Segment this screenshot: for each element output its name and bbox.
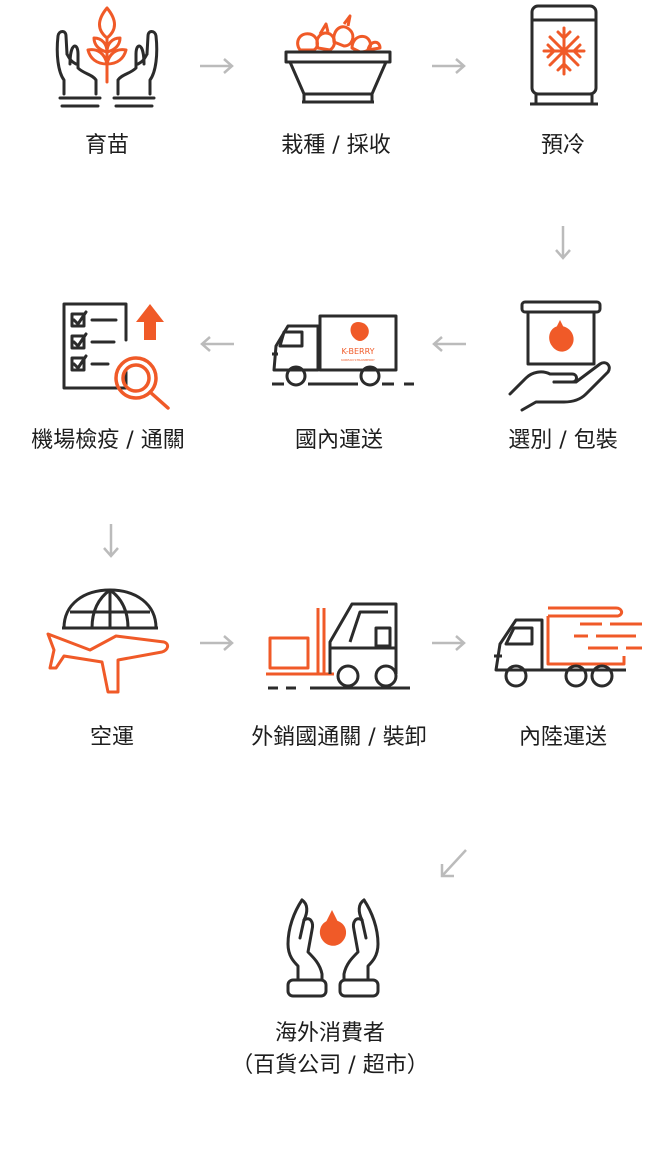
checklist-magnifier-icon [60, 300, 176, 416]
step-label-cultivation: 栽種 / 採收 [281, 133, 391, 158]
refrigerator-snowflake-icon [526, 2, 602, 108]
step-label-quarantine: 機場檢疫 / 通關 [31, 428, 185, 453]
arrow-down-left-icon [438, 846, 470, 880]
arrow-left-icon [430, 334, 468, 354]
step-label-consumer: 海外消費者 （百貨公司 / 超市） [231, 1021, 429, 1078]
truck-brand-text: K-BERRY [341, 347, 374, 356]
step-label-precooling: 預冷 [540, 133, 585, 158]
step-label-nursery: 育苗 [84, 133, 129, 158]
arrow-down-icon [101, 522, 121, 560]
arrow-right-icon [198, 56, 236, 76]
step-label-inland: 內陸運送 [518, 725, 607, 750]
step-label-airfreight: 空運 [89, 725, 134, 750]
airplane-globe-icon [44, 588, 170, 698]
arrow-right-icon [430, 633, 468, 653]
step-label-domestic: 國內運送 [294, 428, 383, 453]
arrow-down-icon [553, 224, 573, 262]
seedling-hands-icon [52, 2, 162, 110]
step-label-sorting: 選別 / 包裝 [508, 428, 618, 453]
arrow-right-icon [430, 56, 468, 76]
arrow-left-icon [198, 334, 236, 354]
step-label-export: 外銷國通關 / 裝卸 [251, 725, 427, 750]
fast-truck-icon [492, 604, 652, 692]
harvest-basket-icon [280, 12, 396, 108]
package-in-hand-icon [506, 298, 616, 414]
forklift-icon [264, 600, 414, 694]
arrow-right-icon [198, 633, 236, 653]
truck-brand-subtext: KOREAN STRAWBERRY [341, 358, 375, 362]
hands-strawberry-icon [280, 892, 386, 1002]
delivery-truck-icon: K-BERRY KOREAN STRAWBERRY [270, 312, 418, 392]
